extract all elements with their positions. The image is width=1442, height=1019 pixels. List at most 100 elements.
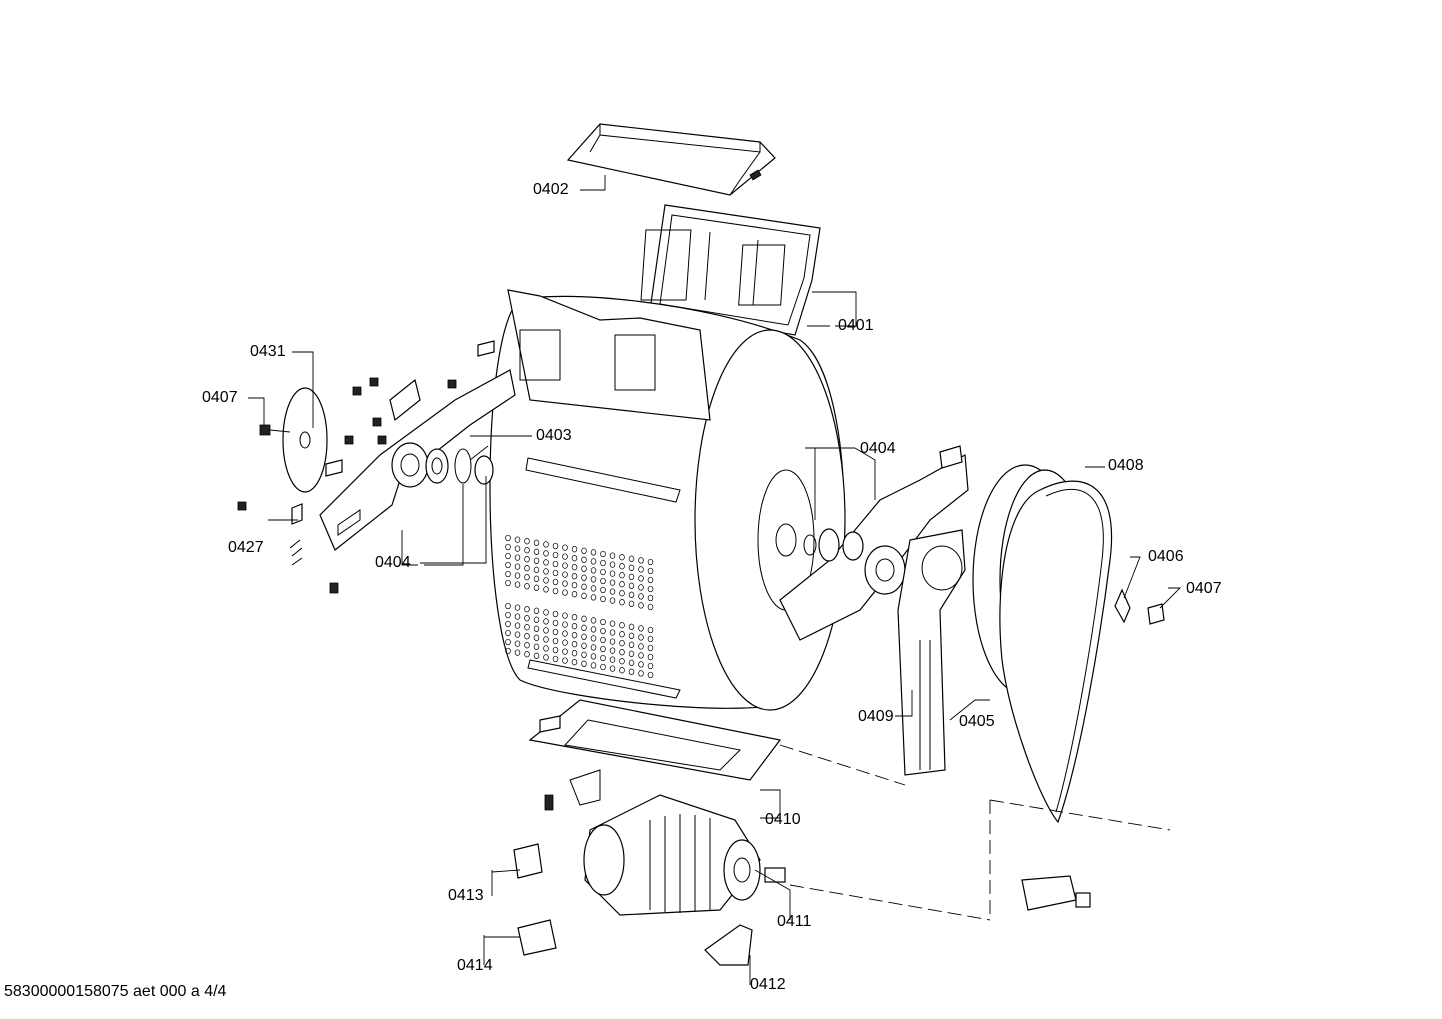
- drum-perforation-hole: [571, 573, 578, 580]
- drum-perforation-hole: [543, 645, 549, 652]
- drum-perforation-hole: [628, 555, 635, 562]
- callout-0407-left: 0407: [202, 389, 238, 406]
- drum-perforation-hole: [552, 560, 559, 568]
- drum-perforation-hole: [552, 578, 559, 586]
- drum-perforation-hole: [533, 548, 540, 555]
- drum-perforation-hole: [638, 625, 644, 632]
- drum-perforation-hole: [533, 607, 540, 614]
- drum-perforation-hole: [533, 584, 540, 591]
- drum-perforation-hole: [600, 559, 606, 567]
- drum-perforation-hole: [590, 626, 597, 633]
- drum-perforation-hole: [619, 640, 625, 647]
- drum-perforation-hole: [514, 649, 521, 656]
- drum-perforation-hole: [543, 568, 549, 575]
- drum-perforation-hole: [505, 570, 511, 578]
- drum-perforation-hole: [590, 635, 597, 642]
- drum-perforation-hole: [543, 586, 549, 593]
- drum-perforation-hole: [619, 581, 625, 588]
- drum-perforation-hole: [505, 602, 511, 610]
- drum-perforation-hole: [562, 639, 568, 646]
- callout-0404-left: 0404: [375, 554, 411, 571]
- drum-perforation-hole: [609, 647, 616, 654]
- drum-perforation-hole: [505, 579, 511, 587]
- drum-perforation-hole: [514, 572, 521, 579]
- drum-perforation-hole: [581, 642, 587, 649]
- drum-perforation-hole: [590, 585, 597, 592]
- drum-perforation-hole: [647, 671, 654, 679]
- drum-perforation-hole: [581, 565, 587, 572]
- drum-perforation-hole: [543, 627, 549, 634]
- drum-perforation-hole: [647, 594, 654, 602]
- callout-0409: 0409: [858, 708, 894, 725]
- drum-perforation-hole: [581, 624, 587, 631]
- drum-perforation-hole: [571, 564, 578, 571]
- drum-perforation-hole: [619, 667, 625, 674]
- drum-perforation-hole: [571, 591, 578, 598]
- drum-perforation-hole: [514, 631, 521, 638]
- drum-perforation-hole: [609, 552, 616, 559]
- drum-perforation-hole: [581, 615, 587, 622]
- drum-perforation-hole: [638, 593, 644, 600]
- drum-perforation-hole: [562, 612, 568, 619]
- drum-lid-part: [566, 123, 776, 196]
- drum-perforation-hole: [571, 546, 578, 553]
- pulley-washer-part: [1114, 588, 1131, 624]
- drum-perforation-hole: [609, 665, 616, 672]
- drum-perforation-hole: [600, 568, 606, 576]
- drum-perforation-hole: [552, 610, 559, 618]
- drum-perforation-hole: [543, 609, 549, 616]
- drum-perforation-hole: [628, 641, 635, 648]
- drum-perforation-hole: [524, 615, 530, 622]
- drum-perforation-hole: [543, 618, 549, 625]
- bearing-ring-parts: [425, 448, 494, 485]
- drum-perforation-hole: [638, 652, 644, 659]
- drum-perforation-hole: [590, 549, 597, 556]
- drum-perforation-hole: [562, 657, 568, 664]
- drum-perforation-hole: [619, 572, 625, 579]
- pulley-screw-part: [1147, 603, 1165, 625]
- motor-part: [583, 794, 786, 916]
- drum-perforation-hole: [619, 649, 625, 656]
- drum-perforation-hole: [647, 635, 654, 643]
- callout-0413: 0413: [448, 887, 484, 904]
- callout-0405: 0405: [959, 713, 995, 730]
- callout-0408: 0408: [1108, 457, 1144, 474]
- flange-cover-disc-part: [282, 387, 328, 493]
- drum-perforation-hole: [514, 604, 521, 611]
- drum-perforation-hole: [638, 584, 644, 591]
- drum-perforation-hole: [524, 651, 530, 658]
- drum-perforation-hole: [647, 653, 654, 661]
- drum-perforation-hole: [562, 562, 568, 569]
- drum-perforation-hole: [600, 595, 606, 603]
- drum-perforation-hole: [552, 655, 559, 663]
- drum-perforation-hole: [562, 580, 568, 587]
- drum-perforation-hole: [609, 588, 616, 595]
- drum-perforation-hole: [562, 553, 568, 560]
- drum-perforation-hole: [647, 662, 654, 670]
- drum-perforation-hole: [552, 637, 559, 645]
- drum-perforation-hole: [552, 569, 559, 577]
- drum-perforation-hole: [552, 551, 559, 559]
- document-footer-id: 58300000158075 aet 000 a 4/4: [4, 983, 227, 1000]
- drum-perforation-hole: [609, 629, 616, 636]
- drum-perforation-hole: [638, 670, 644, 677]
- drum-perforation-hole: [505, 620, 511, 628]
- drum-perforation-hole: [552, 628, 559, 636]
- drum-perforation-hole: [647, 585, 654, 593]
- drum-perforation-hole: [562, 571, 568, 578]
- drum-perforation-hole: [638, 643, 644, 650]
- drum-perforation-hole: [571, 623, 578, 630]
- leader-lines: [248, 175, 1182, 985]
- drum-perforation-hole: [590, 594, 597, 601]
- drum-perforation-hole: [590, 662, 597, 669]
- drum-perforation-hole: [638, 634, 644, 641]
- drum-perforation-hole: [505, 552, 511, 560]
- drum-perforation-hole: [638, 661, 644, 668]
- drum-perforation-hole: [581, 651, 587, 658]
- drum-perforation-hole: [524, 547, 530, 554]
- drum-perforation-hole: [533, 575, 540, 582]
- drum-perforation-hole: [647, 567, 654, 575]
- drum-perforation-hole: [505, 611, 511, 619]
- drum-perforation-hole: [562, 630, 568, 637]
